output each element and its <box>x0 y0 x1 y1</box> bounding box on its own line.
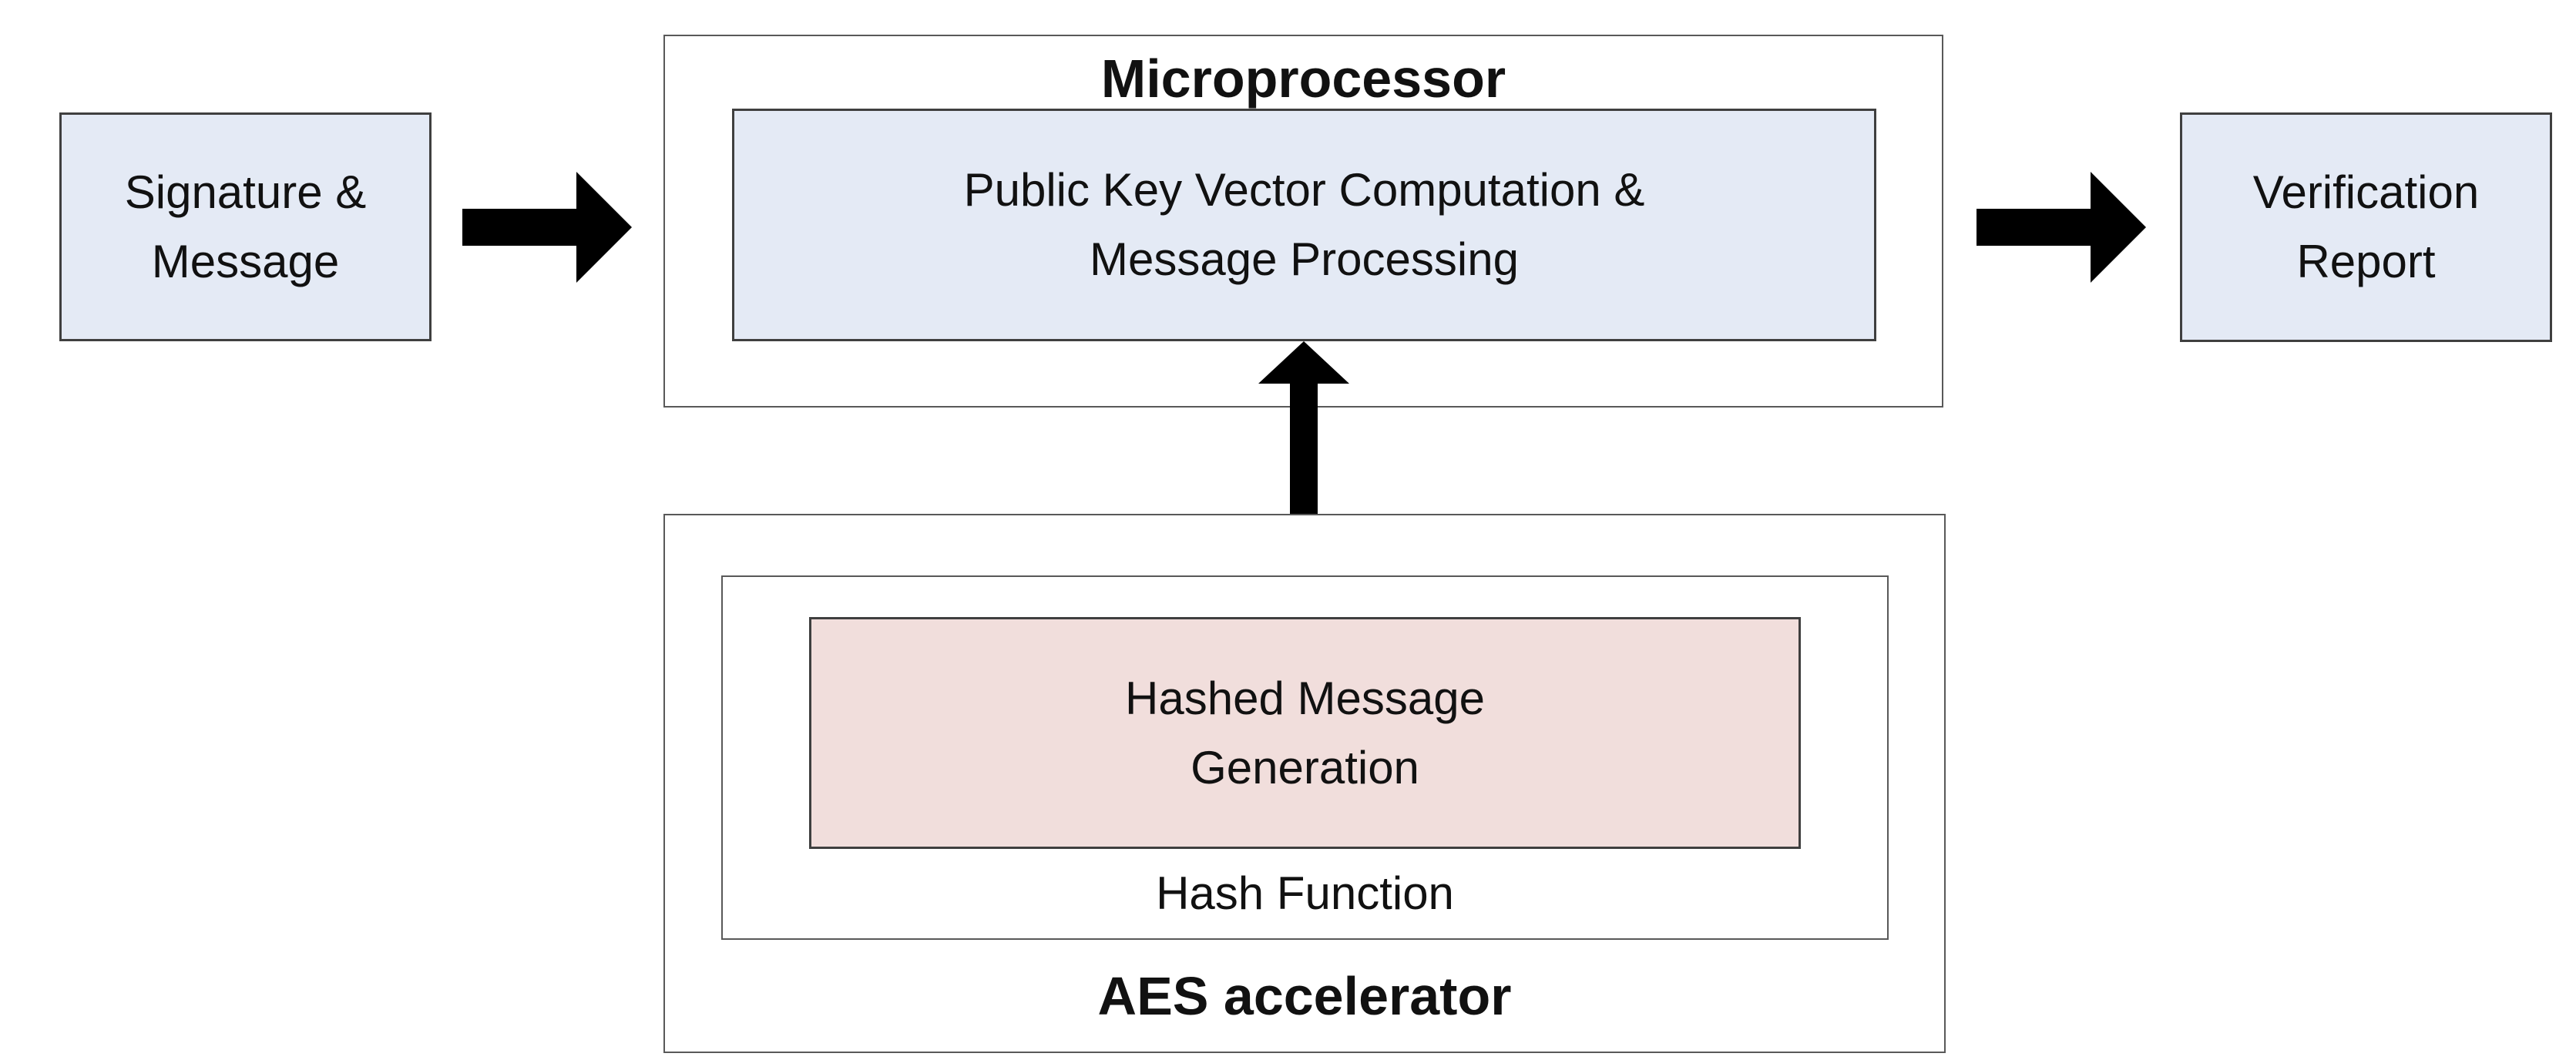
hash-function-label: Hash Function <box>1156 867 1454 919</box>
aes-accelerator-title: AES accelerator <box>1097 966 1512 1026</box>
signature-message-label: Signature & Message <box>124 166 367 287</box>
signature-message-box: Signature & Message <box>59 112 432 341</box>
public-key-computation-box: Public Key Vector Computation & Message … <box>732 109 1876 341</box>
hashed-message-generation-box: Hashed Message Generation <box>809 617 1801 849</box>
arrow-right-icon <box>462 172 632 283</box>
double-arrow-icon <box>1258 341 1349 574</box>
microprocessor-title: Microprocessor <box>1100 49 1506 109</box>
public-key-computation-label: Public Key Vector Computation & Message … <box>963 164 1645 285</box>
verification-report-label: Verification Report <box>2252 166 2480 287</box>
verification-report-box: Verification Report <box>2180 112 2552 342</box>
hashed-message-generation-label: Hashed Message Generation <box>1125 672 1485 793</box>
arrow-right-icon <box>1977 172 2146 283</box>
